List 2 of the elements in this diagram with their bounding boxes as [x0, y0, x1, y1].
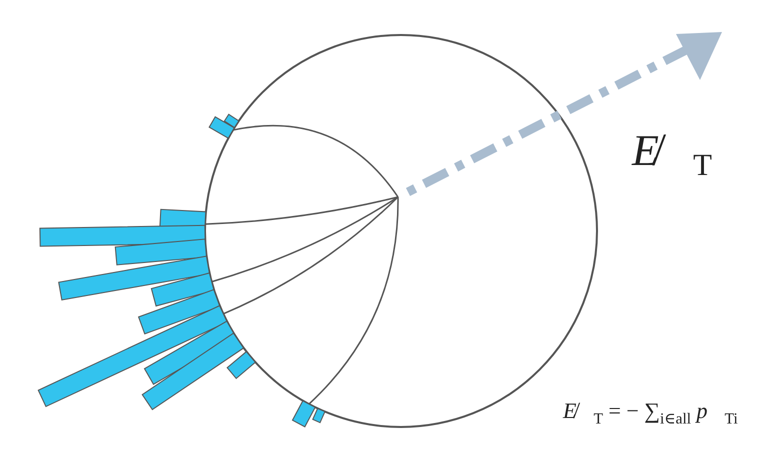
symbol-label: E̸⃗$_{T}$ [632, 125, 712, 183]
formula-text: E̸⃗$_{T}$ = − ∑$_{i∈all}$ p⃗$_{Ti}$ [563, 398, 738, 428]
